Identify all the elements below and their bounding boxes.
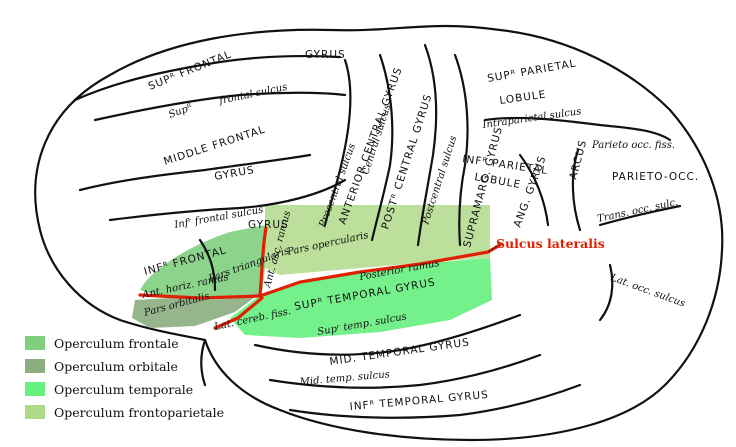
sulcus-lateralis-pointer [487, 243, 501, 253]
operculum-frontoparietale-region [265, 205, 490, 275]
label-inf-frontal-gyrus-b: GYRUS [248, 219, 289, 231]
legend-label: Operculum temporale [54, 381, 194, 397]
operculum-orbitale-region [132, 292, 262, 328]
label-parieto-occ: PARIETO-OCC. [612, 171, 699, 183]
legend-item-operculum-temporale: Operculum temporale [25, 379, 224, 399]
operculum-frontale-region [140, 225, 265, 300]
legend-item-operculum-orbitale: Operculum orbitale [25, 356, 224, 376]
legend: Operculum frontale Operculum orbitale Op… [25, 333, 224, 425]
sulcus-lateralis-label: Sulcus lateralis [496, 236, 605, 251]
legend-label: Operculum frontoparietale [54, 404, 224, 420]
legend-swatch [25, 405, 45, 419]
operculum-temporale-region [230, 258, 492, 338]
legend-label: Operculum frontale [54, 335, 179, 351]
legend-swatch [25, 336, 45, 350]
label-sup-frontal-gyrus-b: GYRUS [305, 49, 346, 61]
legend-label: Operculum orbitale [54, 358, 178, 374]
label-parieto-occ-fiss: Parieto occ. fiss. [591, 140, 675, 151]
legend-item-operculum-frontale: Operculum frontale [25, 333, 224, 353]
legend-swatch [25, 382, 45, 396]
legend-item-operculum-frontoparietale: Operculum frontoparietale [25, 402, 224, 422]
sulci-lines [73, 43, 682, 419]
legend-swatch [25, 359, 45, 373]
